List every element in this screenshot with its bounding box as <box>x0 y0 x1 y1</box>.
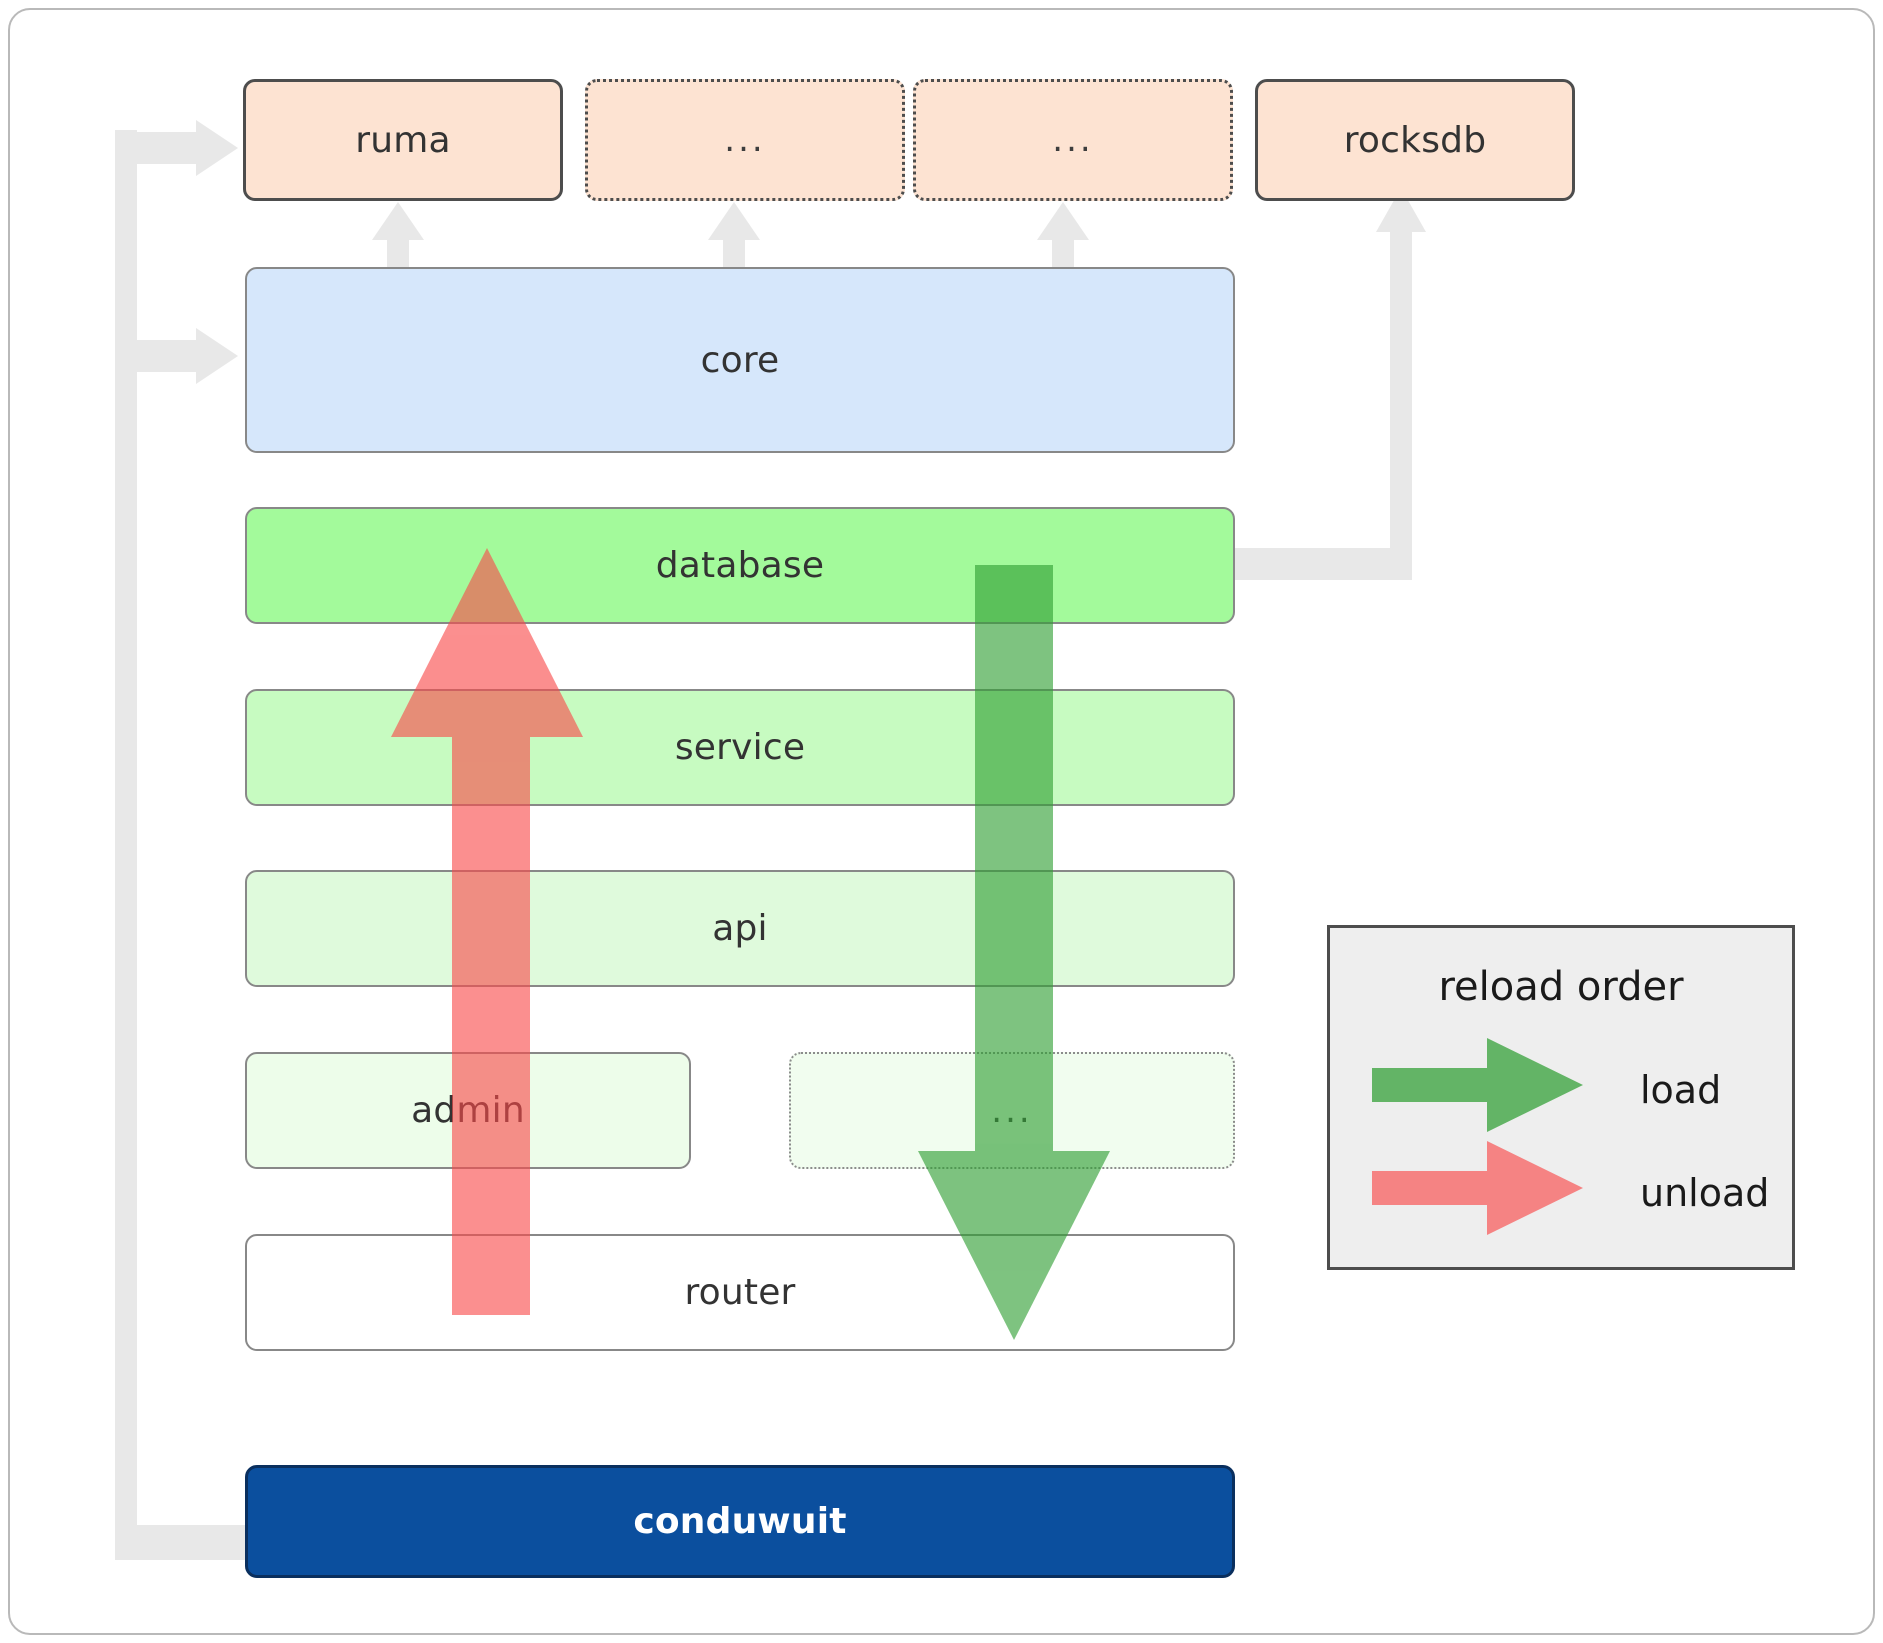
layer-placeholder[interactable]: ... <box>789 1052 1235 1169</box>
legend-unload-arrow <box>1372 1141 1583 1235</box>
layer-service-label: service <box>674 727 806 768</box>
external-box-placeholder-1[interactable]: ... <box>585 79 905 201</box>
layer-service[interactable]: service <box>245 689 1235 806</box>
layer-api-label: api <box>712 908 768 949</box>
legend-arrow-swatches <box>1372 1038 1583 1235</box>
external-box-ruma[interactable]: ruma <box>243 79 563 201</box>
layer-api[interactable]: api <box>245 870 1235 987</box>
layer-admin[interactable]: admin <box>245 1052 691 1169</box>
layer-placeholder-label: ... <box>991 1090 1033 1131</box>
legend-title: reload order <box>1438 964 1684 1010</box>
external-box-placeholder-2[interactable]: ... <box>913 79 1233 201</box>
binary-conduwuit-label: conduwuit <box>633 1501 847 1542</box>
legend-reload-order: reload order load unload <box>1327 925 1795 1270</box>
binary-conduwuit[interactable]: conduwuit <box>245 1465 1235 1578</box>
legend-label-load: load <box>1640 1068 1722 1112</box>
layer-core-label: core <box>700 339 780 381</box>
external-box-rocksdb-label: rocksdb <box>1343 119 1487 161</box>
external-box-placeholder-2-label: ... <box>1052 120 1094 160</box>
layer-router[interactable]: router <box>245 1234 1235 1351</box>
legend-load-arrow <box>1372 1038 1583 1132</box>
external-box-placeholder-1-label: ... <box>724 120 766 160</box>
layer-admin-label: admin <box>411 1090 525 1131</box>
layer-database[interactable]: database <box>245 507 1235 624</box>
layer-database-label: database <box>655 545 825 586</box>
external-box-rocksdb[interactable]: rocksdb <box>1255 79 1575 201</box>
legend-label-unload: unload <box>1640 1171 1770 1215</box>
diagram-frame <box>8 8 1875 1635</box>
layer-router-label: router <box>684 1272 796 1313</box>
layer-core[interactable]: core <box>245 267 1235 453</box>
external-box-ruma-label: ruma <box>355 119 451 161</box>
